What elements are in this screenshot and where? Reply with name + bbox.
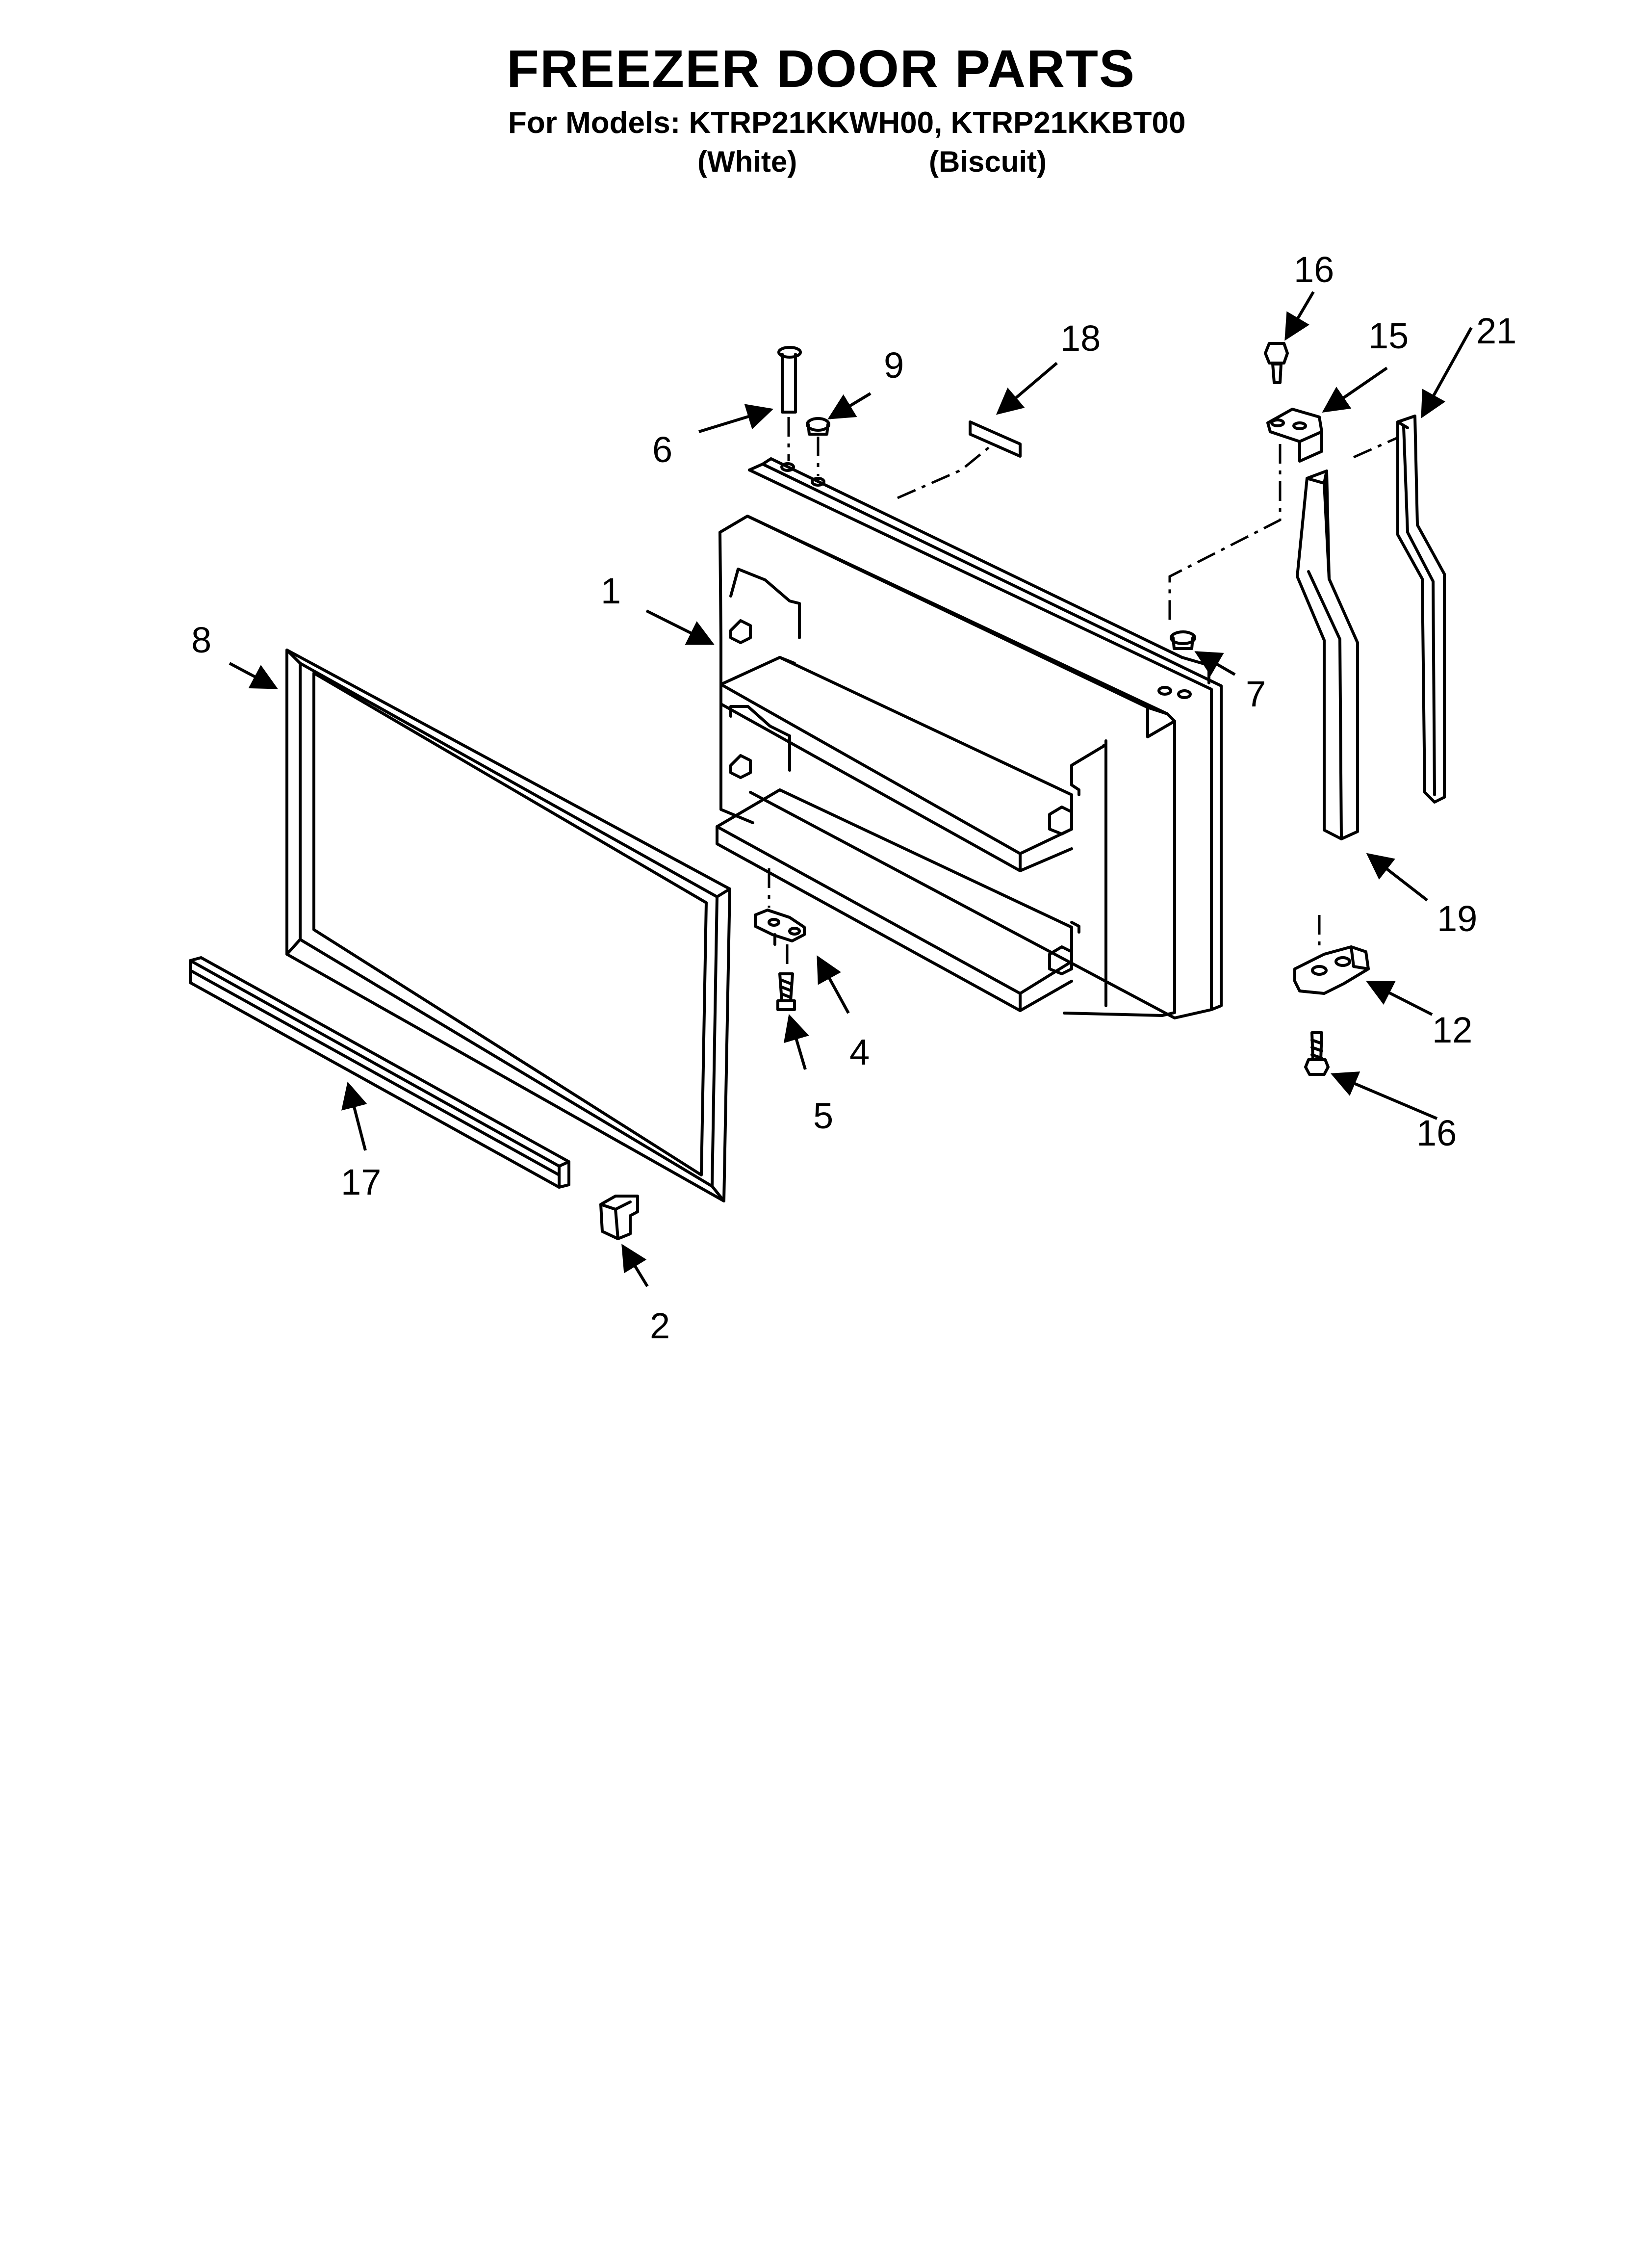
hole-plug-9 <box>806 417 830 436</box>
callout-4: 4 <box>849 1032 870 1072</box>
door-gasket <box>285 649 731 1202</box>
callout-1: 1 <box>601 571 621 611</box>
door-liner <box>716 457 1223 1019</box>
leader-16a <box>1284 291 1315 341</box>
callout-7: 7 <box>1246 674 1266 714</box>
leader-6 <box>698 404 774 433</box>
door-stop-pin <box>777 346 802 414</box>
callout-6: 6 <box>652 429 672 470</box>
leader-4 <box>817 955 850 1014</box>
callout-16a: 16 <box>1294 249 1334 290</box>
page-title: FREEZER DOOR PARTS <box>506 39 1136 98</box>
callout-12: 12 <box>1432 1010 1472 1050</box>
callout-18: 18 <box>1060 318 1101 359</box>
leader-18 <box>996 362 1058 415</box>
assembly-line-handle <box>1353 436 1399 459</box>
callout-19: 19 <box>1437 898 1477 939</box>
leader-7 <box>1194 651 1236 676</box>
callout-17: 17 <box>341 1162 381 1202</box>
lower-hinge-screw <box>776 972 796 1011</box>
callout-9: 9 <box>884 345 904 386</box>
leader-5 <box>783 1014 809 1070</box>
door-handle <box>1296 469 1359 840</box>
callout-2: 2 <box>650 1305 670 1346</box>
hole-plug-7 <box>1170 630 1196 650</box>
hinge-screw-top <box>1264 342 1289 384</box>
label-strip <box>969 420 1022 458</box>
top-hinge <box>1266 408 1323 463</box>
leader-21 <box>1421 327 1473 418</box>
leader-9 <box>827 392 872 419</box>
assembly-line-18 <box>897 443 994 499</box>
callout-15: 15 <box>1368 315 1409 356</box>
leader-8 <box>229 662 278 689</box>
variant-white: (White) <box>697 145 797 178</box>
models-subtitle: For Models: KTRP21KKWH00, KTRP21KKBT00 <box>508 106 1186 140</box>
lower-hinge-bushing <box>754 909 806 946</box>
bottom-hinge <box>1293 945 1370 995</box>
leader-15 <box>1322 366 1388 413</box>
leader-12 <box>1366 981 1433 1016</box>
handle-trim <box>1396 415 1446 804</box>
leader-17 <box>341 1081 367 1151</box>
hinge-screw-bottom <box>1304 1031 1330 1076</box>
leader-2 <box>621 1244 649 1287</box>
clip <box>599 1195 639 1240</box>
callout-21: 21 <box>1476 311 1516 351</box>
assembly-line-hinge-top <box>1168 444 1282 626</box>
leader-19 <box>1366 853 1428 902</box>
callout-16b: 16 <box>1416 1113 1457 1153</box>
leader-1 <box>645 609 715 645</box>
leader-16b <box>1331 1071 1438 1120</box>
callout-8: 8 <box>191 620 211 660</box>
trim-strip <box>189 956 570 1189</box>
callout-5: 5 <box>813 1095 833 1136</box>
variant-biscuit: (Biscuit) <box>929 145 1047 178</box>
